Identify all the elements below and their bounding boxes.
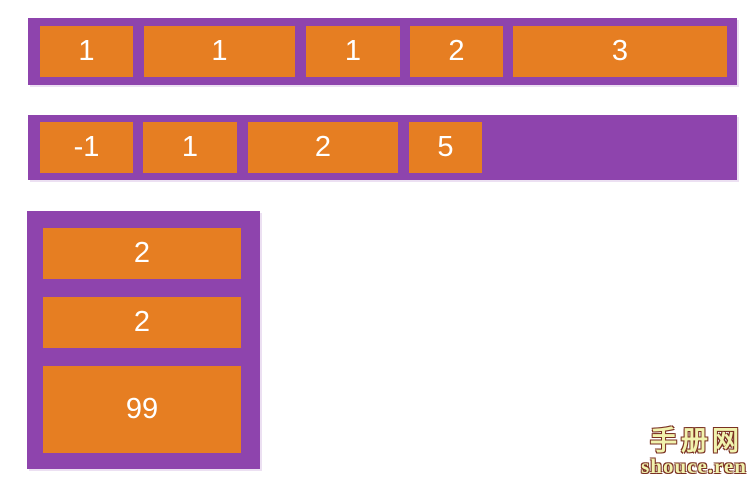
watermark: 手册网 shouce.ren — [641, 425, 747, 478]
flex-item: 2 — [410, 26, 503, 77]
flex-item: 1 — [144, 26, 295, 77]
flex-item: 5 — [409, 122, 482, 173]
flex-item: -1 — [40, 122, 133, 173]
watermark-site-url: shouce.ren — [641, 453, 747, 478]
flex-item: 1 — [143, 122, 237, 173]
flex-item: 2 — [43, 228, 241, 279]
flex-item: 2 — [43, 297, 241, 348]
flex-item: 1 — [306, 26, 400, 77]
flex-container-row-2: -1 1 2 5 — [28, 115, 737, 180]
flex-item: 1 — [40, 26, 133, 77]
flex-item: 3 — [513, 26, 727, 77]
flex-item: 99 — [43, 366, 241, 453]
flex-container-row-1: 1 1 1 2 3 — [28, 18, 737, 85]
flex-container-column: 2 2 99 — [27, 211, 260, 469]
watermark-site-name: 手册网 — [650, 425, 743, 456]
flex-item: 2 — [248, 122, 398, 173]
